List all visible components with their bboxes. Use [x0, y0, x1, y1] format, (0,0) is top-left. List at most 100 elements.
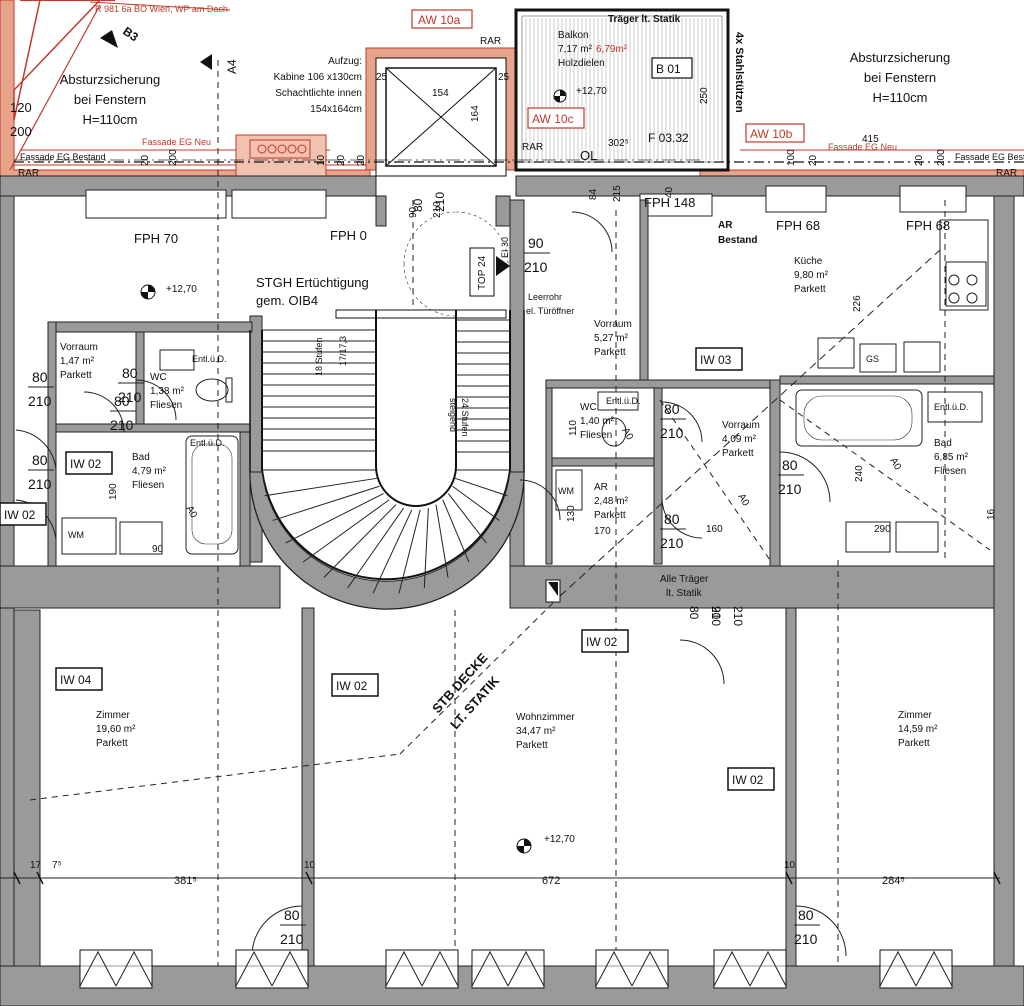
- svg-text:210: 210: [28, 393, 52, 409]
- svg-text:H=110cm: H=110cm: [82, 112, 137, 127]
- windows: [79, 949, 953, 989]
- svg-text:80: 80: [284, 907, 300, 923]
- svg-text:1,38 m²: 1,38 m²: [150, 386, 185, 397]
- svg-text:6,79m²: 6,79m²: [596, 44, 628, 55]
- svg-text:80: 80: [32, 369, 48, 385]
- svg-text:190: 190: [108, 483, 119, 500]
- svg-text:210: 210: [110, 417, 134, 433]
- svg-text:210: 210: [709, 606, 723, 626]
- svg-text:210: 210: [432, 201, 443, 218]
- lift-dim-164: 164: [470, 105, 481, 122]
- iw-tag: IW 02: [331, 673, 379, 697]
- svg-text:226: 226: [852, 295, 863, 312]
- svg-text:415: 415: [862, 134, 879, 145]
- iw-tag: IW 03: [695, 347, 743, 371]
- svg-text:Parkett: Parkett: [96, 738, 128, 749]
- svg-text:FPH 148: FPH 148: [644, 195, 695, 210]
- svg-text:RAR: RAR: [480, 36, 501, 47]
- svg-text:210: 210: [731, 606, 745, 626]
- svg-text:WC: WC: [150, 372, 167, 383]
- svg-text:Holzdielen: Holzdielen: [558, 58, 605, 69]
- level-marker-icon: [553, 89, 567, 103]
- section-marker-icon: [548, 582, 558, 596]
- ar-bestand: AR: [718, 220, 733, 231]
- fall-protection-right: Absturzsicherung bei Fenstern H=110cm: [850, 50, 950, 105]
- svg-text:4x Stahlstützen: 4x Stahlstützen: [733, 32, 745, 113]
- svg-text:IW 03: IW 03: [700, 353, 732, 367]
- a4-label: A4: [225, 59, 239, 74]
- svg-text:84: 84: [588, 188, 599, 200]
- leerrohr: el. Türöffner: [526, 306, 574, 316]
- svg-text:250: 250: [699, 87, 710, 104]
- svg-text:1,47 m²: 1,47 m²: [60, 356, 95, 367]
- roof-note: R 981 6a BO Wien, WP am Dach: [95, 4, 228, 14]
- room-label-wc-left: WC 1,38 m² Fliesen: [150, 372, 185, 411]
- steps-a: 18 Stufen: [314, 337, 324, 376]
- svg-text:Vorraum: Vorraum: [60, 342, 98, 353]
- fph-labels: FPH 70 FPH 0 FPH 148 FPH 68 FPH 68: [134, 195, 950, 246]
- fixtures: [61, 337, 983, 555]
- svg-text:90: 90: [709, 606, 723, 620]
- svg-text:2,48 m²: 2,48 m²: [594, 496, 629, 507]
- window: [471, 949, 545, 989]
- window: [595, 949, 669, 989]
- svg-text:17: 17: [30, 860, 42, 871]
- svg-text:AW 10c: AW 10c: [532, 112, 574, 126]
- door-dimension: 80 210: [28, 452, 54, 492]
- riser-b: steigend: [448, 398, 458, 432]
- svg-text:80: 80: [122, 365, 138, 381]
- svg-text:RAR: RAR: [996, 168, 1017, 179]
- svg-text:IW 02: IW 02: [4, 508, 36, 522]
- entl-label: Entl.ü.D.: [934, 402, 969, 412]
- entl-label: Entl.ü.D.: [606, 396, 641, 406]
- svg-text:gem. OIB4: gem. OIB4: [256, 293, 318, 308]
- svg-text:130: 130: [566, 505, 577, 522]
- svg-text:IW 04: IW 04: [60, 673, 92, 687]
- room-label-vorraum-right: Vorraum 4,09 m² Parkett: [722, 420, 760, 459]
- iw-tag: IW 02: [581, 629, 629, 653]
- svg-text:Parkett: Parkett: [722, 448, 754, 459]
- iw-tag: IW 02: [0, 502, 47, 526]
- svg-text:Träger lt. Statik: Träger lt. Statik: [608, 14, 681, 25]
- wm-label: WM: [558, 486, 574, 496]
- svg-text:290: 290: [874, 524, 891, 535]
- svg-text:20: 20: [356, 154, 367, 166]
- svg-text:Absturzsicherung: Absturzsicherung: [60, 72, 160, 87]
- svg-text:Zimmer: Zimmer: [898, 710, 933, 721]
- aw-labels: AW 10a AW 10c AW 10b: [418, 13, 793, 141]
- svg-text:7,17 m²: 7,17 m²: [558, 44, 593, 55]
- svg-text:Vorraum: Vorraum: [722, 420, 760, 431]
- svg-text:80: 80: [411, 198, 425, 212]
- svg-text:210: 210: [28, 476, 52, 492]
- svg-text:80: 80: [32, 452, 48, 468]
- svg-text:Aufzug:: Aufzug:: [328, 56, 362, 67]
- facade-new-right: Fassade EG Neu: [828, 142, 897, 152]
- svg-text:4,09 m²: 4,09 m²: [722, 434, 757, 445]
- window: [879, 949, 953, 989]
- svg-text:Balkon: Balkon: [558, 30, 589, 41]
- svg-text:16: 16: [986, 508, 997, 520]
- svg-text:+12,70: +12,70: [576, 86, 607, 97]
- svg-text:20: 20: [914, 154, 925, 166]
- svg-text:6,85 m²: 6,85 m²: [934, 452, 969, 463]
- svg-text:Vorraum: Vorraum: [594, 319, 632, 330]
- window: [713, 949, 787, 989]
- stair-door-arc: [403, 211, 510, 317]
- a0-labels: A0 A0 A0 A0: [183, 426, 903, 520]
- svg-text:H=110cm: H=110cm: [872, 90, 927, 105]
- svg-text:Parkett: Parkett: [60, 370, 92, 381]
- svg-text:Bad: Bad: [132, 452, 150, 463]
- svg-text:+12,70: +12,70: [544, 834, 575, 845]
- svg-text:34,47 m²: 34,47 m²: [516, 726, 556, 737]
- svg-text:Fliesen: Fliesen: [150, 400, 182, 411]
- room-label-vorraum-left: Vorraum 1,47 m² Parkett: [60, 342, 98, 381]
- traeger: lt. Statik: [666, 588, 703, 599]
